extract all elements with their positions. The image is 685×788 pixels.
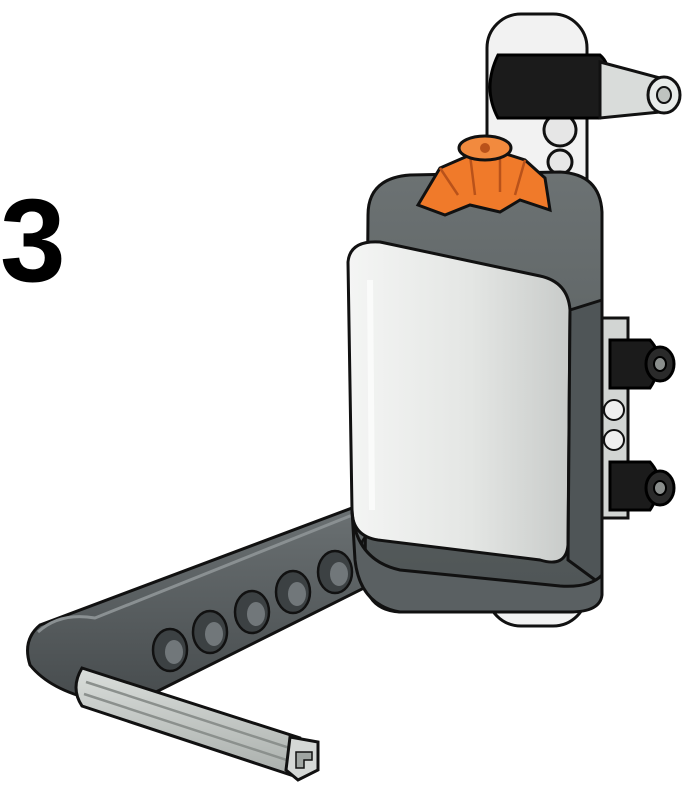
cross-axle xyxy=(76,668,318,780)
side-pins xyxy=(598,318,674,518)
top-axle-pin xyxy=(490,55,680,118)
servo-motor xyxy=(348,172,602,612)
